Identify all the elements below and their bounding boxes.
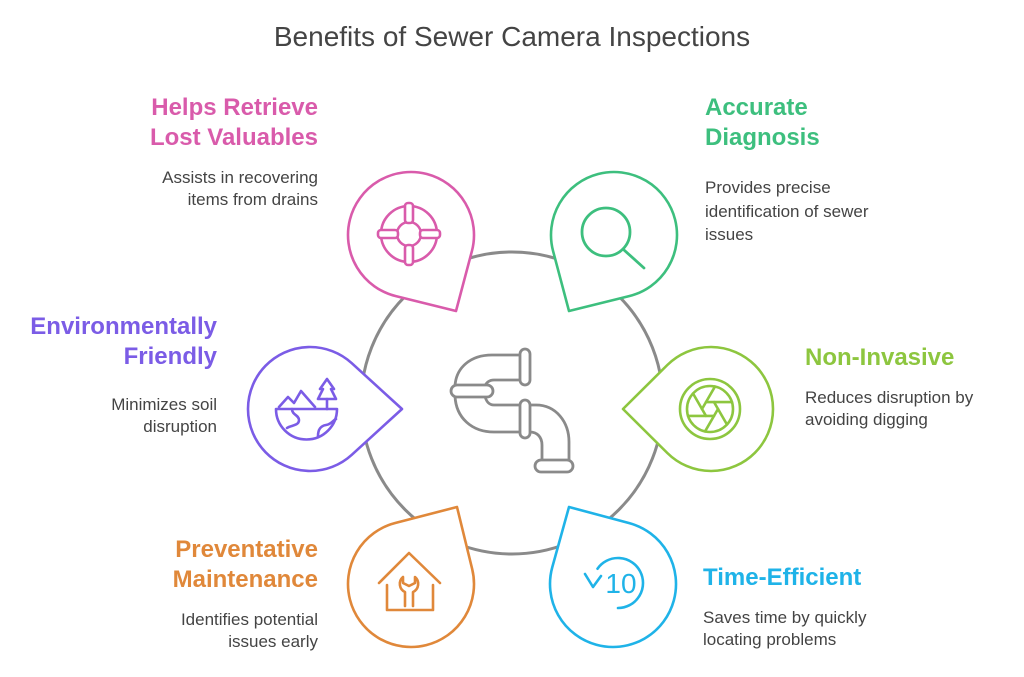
benefit-description-environmentally-friendly: Minimizes soil disruption	[111, 395, 217, 436]
aperture-blade	[712, 400, 729, 426]
aperture-blade	[691, 392, 708, 418]
rewind-10-label: 10	[605, 568, 636, 599]
benefit-description-non-invasive: Reduces disruption by avoiding digging	[805, 388, 974, 429]
benefit-title-non-invasive: Non-Invasive	[805, 344, 955, 371]
benefit-description-helps-retrieve: Assists in recovering items from drains	[162, 168, 318, 209]
benefit-title-helps-retrieve: Helps Retrieve Lost Valuables	[149, 94, 318, 151]
aperture-blade	[700, 385, 717, 411]
benefit-title-time-efficient: Time-Efficient	[703, 564, 862, 591]
benefit-description-preventative-maintenance: Identifies potential issues early	[180, 610, 318, 651]
aperture-blade	[703, 407, 720, 433]
benefit-description-accurate-diagnosis: Provides precise identification of sewer…	[705, 178, 869, 244]
benefit-title-preventative-maintenance: Preventative Maintenance	[172, 536, 318, 593]
pin-preventative-maintenance	[346, 505, 476, 649]
benefit-title-environmentally-friendly: Environmentally Friendly	[30, 313, 217, 370]
benefit-description-time-efficient: Saves time by quickly locating problems	[703, 608, 867, 649]
pin-accurate-diagnosis	[549, 170, 679, 313]
pin-helps-retrieve	[346, 170, 476, 313]
diagram-title: Benefits of Sewer Camera Inspections	[273, 21, 751, 52]
rewind-10-icon: 10	[583, 556, 645, 610]
house-wrench-icon	[377, 551, 442, 612]
pipe-icon	[449, 347, 575, 474]
landscape-icon	[274, 377, 339, 441]
lifebuoy-icon	[376, 201, 442, 267]
pin-time-efficient	[548, 505, 678, 649]
magnifier-icon	[580, 206, 646, 270]
pin-non-invasive	[621, 345, 775, 473]
camera-aperture-icon	[678, 377, 742, 441]
benefit-title-accurate-diagnosis: Accurate Diagnosis	[705, 94, 820, 151]
